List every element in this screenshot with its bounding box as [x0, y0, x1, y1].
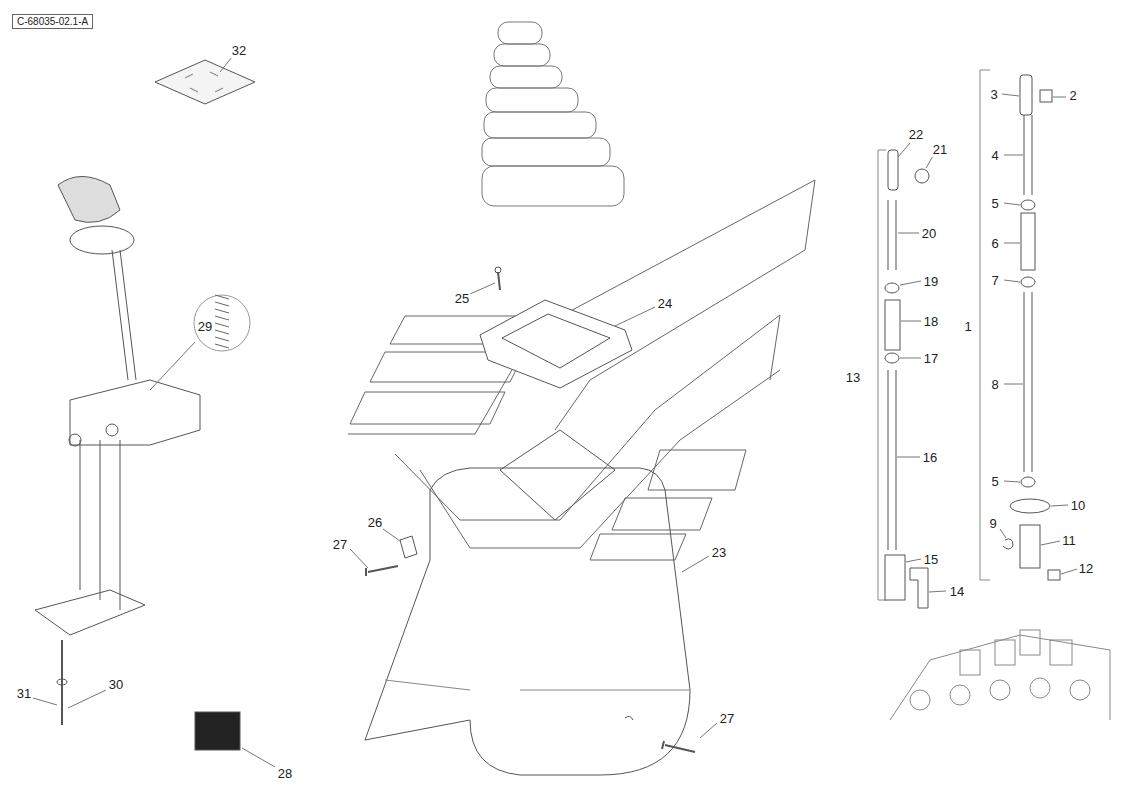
callout-number: 15	[923, 552, 939, 567]
callout-number: 4	[990, 148, 999, 163]
callout-number: 13	[845, 370, 861, 385]
callout-number: 7	[990, 273, 999, 288]
callout-number: 12	[1078, 561, 1094, 576]
drawing-code-box: C-68035-02.1-A	[12, 14, 93, 29]
callout-number: 31	[16, 686, 32, 701]
callout-number: 10	[1070, 498, 1086, 513]
callout-number: 19	[923, 274, 939, 289]
callout-number: 16	[922, 450, 938, 465]
callout-number: 27	[719, 711, 735, 726]
callout-number: 8	[990, 377, 999, 392]
callout-number: 32	[231, 43, 247, 58]
callout-number: 11	[1061, 533, 1077, 548]
callout-number: 29	[197, 319, 213, 334]
callout-number: 22	[908, 127, 924, 142]
callout-number: 5	[990, 474, 999, 489]
callout-number: 18	[923, 314, 939, 329]
callout-number: 21	[932, 142, 948, 157]
callout-number: 30	[108, 677, 124, 692]
callout-number: 26	[367, 515, 383, 530]
callout-number: 14	[949, 584, 965, 599]
callout-number: 1	[963, 319, 972, 334]
callout-number: 2	[1068, 88, 1077, 103]
callout-number: 24	[657, 296, 673, 311]
callout-number: 9	[988, 516, 997, 531]
drawing-code: C-68035-02.1-A	[17, 16, 88, 27]
callout-number: 17	[923, 351, 939, 366]
callout-number: 3	[989, 87, 998, 102]
callout-number: 6	[990, 236, 999, 251]
callout-number: 5	[990, 196, 999, 211]
callout-number: 27	[332, 537, 348, 552]
callout-number: 23	[711, 545, 727, 560]
callout-number: 28	[277, 766, 293, 781]
callout-number: 20	[921, 226, 937, 241]
callout-number: 25	[454, 291, 470, 306]
